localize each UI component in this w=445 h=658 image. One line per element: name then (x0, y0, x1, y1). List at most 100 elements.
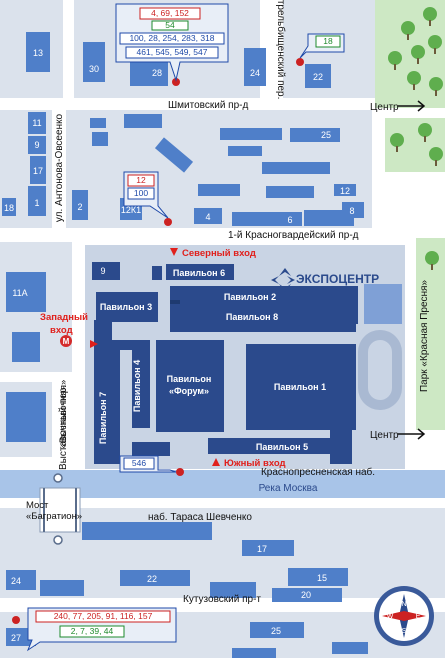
svg-text:22: 22 (313, 72, 323, 82)
pavilion-buildings (92, 262, 358, 464)
metro-station: М «Выставочная» (58, 335, 72, 448)
stop-marker-icon (164, 218, 172, 226)
pavilion-3 (96, 292, 158, 322)
pavilion-forum (156, 340, 224, 432)
svg-text:Краснопресненская наб.: Краснопресненская наб. (261, 466, 375, 478)
svg-text:Центр: Центр (370, 102, 399, 113)
svg-text:Павильон 1: Павильон 1 (274, 382, 326, 392)
svg-text:100: 100 (134, 188, 148, 198)
svg-text:Павильон 2: Павильон 2 (224, 292, 276, 302)
svg-text:4: 4 (205, 212, 210, 222)
svg-text:4, 69, 152: 4, 69, 152 (151, 8, 189, 18)
pavilion-8 (170, 304, 356, 332)
svg-text:Выставочный пер.: Выставочный пер. (58, 385, 69, 470)
svg-text:24: 24 (250, 68, 260, 78)
expo-hall-annex (364, 284, 402, 324)
svg-text:Кутузовский пр-т: Кутузовский пр-т (183, 594, 261, 605)
street-labels: Шмитовский пр-д ул. Антонова-Овсеенко Ст… (54, 0, 430, 605)
pavilion-4 (132, 344, 150, 428)
svg-text:наб. Тараса Шевченко: наб. Тараса Шевченко (148, 511, 252, 523)
stop-marker-icon (12, 616, 20, 624)
route-box-mid: 12 100 (123, 171, 169, 219)
svg-text:18: 18 (4, 203, 14, 213)
route-box-south: 546 (119, 455, 177, 473)
svg-text:S: S (402, 628, 407, 635)
route-box-top-right: 18 (299, 33, 345, 59)
svg-text:«Выставочная»: «Выставочная» (58, 380, 69, 449)
svg-text:Река Москва: Река Москва (259, 483, 318, 494)
svg-text:9: 9 (34, 140, 39, 150)
svg-text:12: 12 (340, 186, 350, 196)
svg-text:1: 1 (34, 198, 39, 208)
svg-text:27: 27 (11, 633, 21, 643)
svg-text:1-й Красногвардейский пр-д: 1-й Красногвардейский пр-д (228, 230, 359, 241)
svg-text:Павильон 5: Павильон 5 (256, 442, 308, 452)
svg-text:30: 30 (89, 64, 99, 74)
pavilion-5 (208, 438, 338, 454)
route-box-bottom: 240, 77, 205, 91, 116, 157 2, 7, 39, 44 (26, 607, 177, 652)
direction-to-center: Центр Центр (370, 100, 426, 441)
svg-text:24: 24 (11, 576, 21, 586)
svg-text:17: 17 (33, 166, 43, 176)
pavilion-6 (166, 264, 234, 280)
svg-text:Павильон 7: Павильон 7 (98, 392, 108, 444)
pavilion-labels: 9 Павильон 6 Павильон 3 Павильон 2 Павил… (98, 266, 326, 452)
svg-text:Шмитовский пр-д: Шмитовский пр-д (168, 100, 248, 111)
svg-text:Северный вход: Северный вход (182, 248, 256, 259)
svg-text:54: 54 (165, 20, 175, 30)
svg-text:6: 6 (287, 215, 292, 225)
expocentre-logo-icon (271, 268, 295, 292)
route-box-top: 4, 69, 152 54 100, 28, 254, 283, 318 461… (115, 3, 229, 82)
svg-text:18: 18 (323, 36, 333, 46)
svg-text:«Форум»: «Форум» (169, 386, 209, 396)
svg-text:13: 13 (33, 48, 43, 58)
svg-text:ЭКСПОЦЕНТР: ЭКСПОЦЕНТР (296, 272, 379, 286)
svg-text:240, 77, 205, 91, 116, 157: 240, 77, 205, 91, 116, 157 (54, 611, 153, 621)
svg-text:546: 546 (132, 458, 146, 468)
bridge-label: «Багратион» (26, 511, 82, 522)
svg-text:М: М (63, 337, 70, 346)
svg-text:Павильон 3: Павильон 3 (100, 302, 152, 312)
svg-text:20: 20 (301, 590, 311, 600)
metro-m-icon (60, 335, 72, 347)
svg-text:Павильон 4: Павильон 4 (132, 360, 142, 412)
svg-text:12К1: 12К1 (121, 205, 141, 215)
svg-text:Павильон: Павильон (167, 374, 212, 384)
svg-text:вход: вход (50, 325, 73, 336)
arrow-up-icon (212, 458, 220, 466)
svg-text:Павильон 8: Павильон 8 (226, 312, 278, 322)
svg-text:15: 15 (317, 573, 327, 583)
svg-text:11А: 11А (12, 288, 27, 298)
svg-text:9: 9 (100, 266, 105, 276)
svg-text:Мост«Багратион»: Мост«Багратион» (26, 500, 82, 522)
svg-text:W: W (387, 613, 394, 620)
svg-text:25: 25 (321, 130, 331, 140)
svg-text:22: 22 (147, 574, 157, 584)
transit-route-callouts: 4, 69, 152 54 100, 28, 254, 283, 318 461… (26, 3, 345, 652)
bridge-label: Мост (26, 500, 49, 511)
arrow-right-icon (90, 340, 98, 348)
svg-text:Южный вход: Южный вход (224, 458, 286, 469)
svg-text:2: 2 (77, 202, 82, 212)
svg-text:461, 545, 549, 547: 461, 545, 549, 547 (137, 47, 208, 57)
svg-text:25: 25 (271, 626, 281, 636)
svg-text:N: N (401, 601, 406, 608)
svg-text:11: 11 (32, 118, 41, 128)
svg-text:Парк «Красная Пресня»: Парк «Красная Пресня» (419, 280, 430, 392)
stop-marker-icon (296, 58, 304, 66)
stop-marker-icon (172, 78, 180, 86)
arrow-right-icon (398, 428, 426, 440)
svg-text:2, 7, 39, 44: 2, 7, 39, 44 (71, 626, 114, 636)
svg-text:12: 12 (136, 175, 146, 185)
svg-text:E: E (416, 613, 421, 620)
residential-buildings (2, 32, 368, 658)
building-numbers: 13 30 28 24 22 11 9 17 18 1 2 12К1 25 12… (4, 48, 355, 643)
tree-icons (388, 7, 443, 270)
bagration-bridge: Мост«Багратион» (26, 473, 82, 545)
svg-text:8: 8 (349, 206, 354, 216)
svg-text:ул. Антонова-Овсеенко: ул. Антонова-Овсеенко (54, 113, 65, 222)
compass-rose: N S W E (374, 586, 434, 646)
svg-text:17: 17 (257, 544, 267, 554)
stop-marker-icon (176, 468, 184, 476)
